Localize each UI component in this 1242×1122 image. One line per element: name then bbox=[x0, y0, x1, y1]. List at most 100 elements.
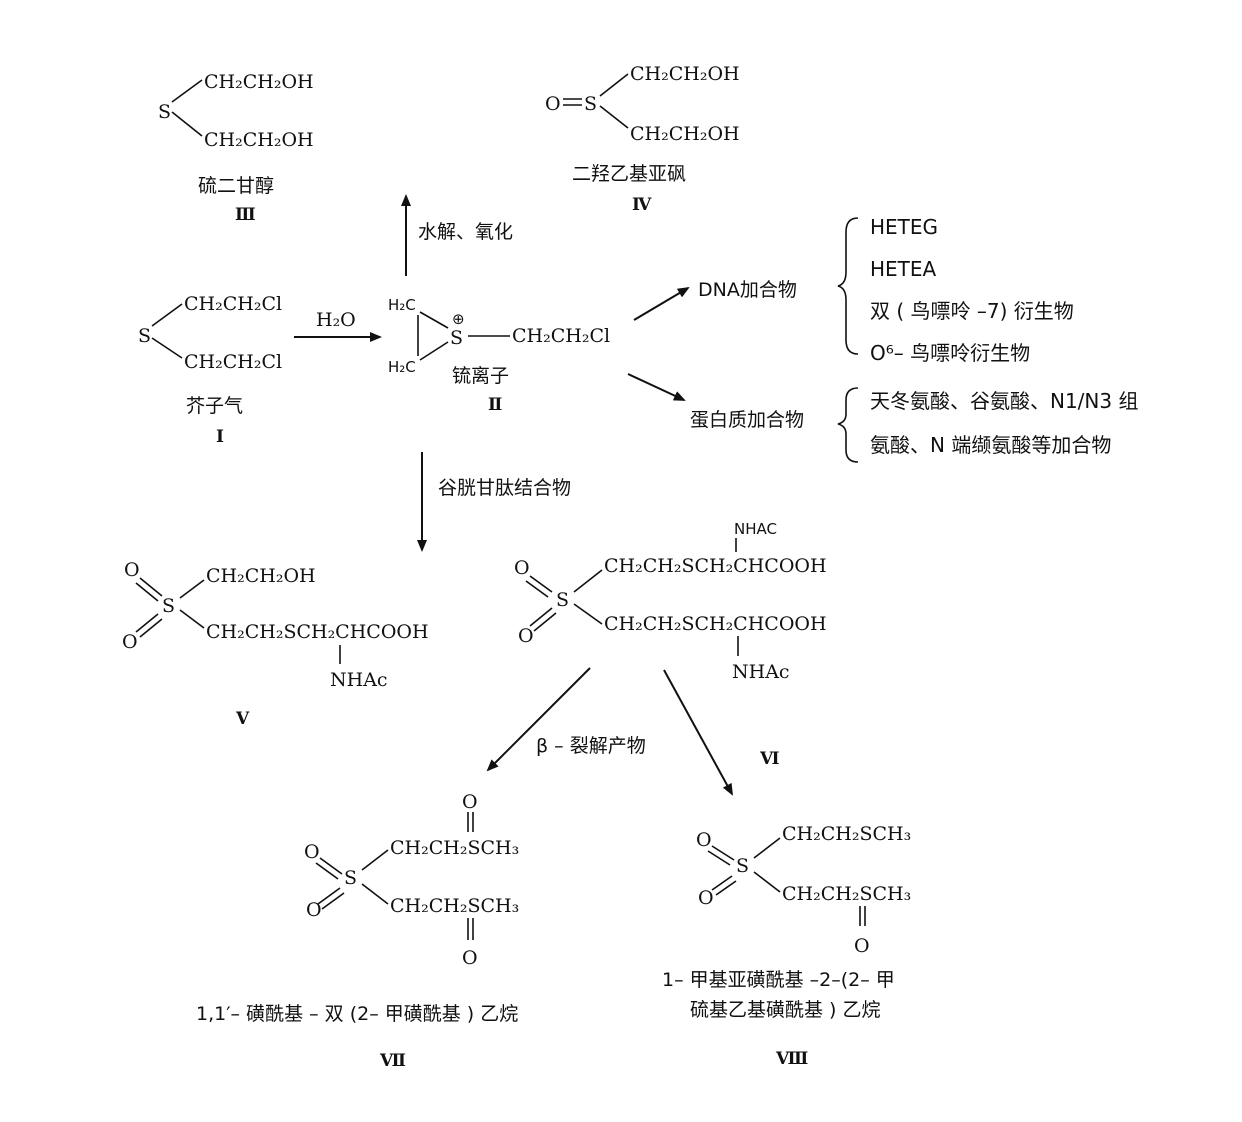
double-bond bbox=[707, 850, 731, 866]
dna-adduct-list: HETEG HETEA 双 ( 鸟嘌呤 –7) 衍生物 O⁶– 鸟嘌呤衍生物 bbox=[837, 215, 1074, 365]
compound-name-line2: 硫基乙基磺酰基 ) 乙烷 bbox=[690, 999, 881, 1021]
arrow-hydrolysis-step: H₂O bbox=[294, 309, 382, 342]
sulfur-atom: S bbox=[158, 101, 171, 123]
compound-numeral: Ⅵ bbox=[759, 749, 780, 769]
structure-sulfonium: H₂C H₂C S ⊕ CH₂CH₂Cl 锍离子 Ⅱ bbox=[388, 296, 610, 415]
sulfur-atom: S bbox=[344, 867, 357, 889]
dna-adduct-item: 双 ( 鸟嘌呤 –7) 衍生物 bbox=[870, 299, 1074, 323]
sulfur-atom: S bbox=[736, 855, 749, 877]
reaction-arrow bbox=[486, 667, 591, 772]
positive-charge: ⊕ bbox=[452, 310, 465, 328]
bond bbox=[573, 603, 603, 625]
arrow-label: DNA加合物 bbox=[698, 279, 797, 301]
bond bbox=[361, 849, 389, 871]
structure-thiodiglycol: S CH₂CH₂OH CH₂CH₂OH 硫二甘醇 Ⅲ bbox=[158, 71, 314, 225]
structure-conjugate-vi: NHAC O S O CH₂CH₂SCH₂CHCOOH CH₂CH₂SCH₂CH… bbox=[514, 520, 827, 769]
bond bbox=[171, 79, 203, 103]
double-bond bbox=[529, 575, 553, 593]
compound-numeral: Ⅱ bbox=[488, 395, 502, 415]
bond bbox=[753, 837, 781, 859]
double-bond bbox=[139, 577, 163, 597]
bond bbox=[599, 105, 629, 129]
protein-adduct-item: 天冬氨酸、谷氨酸、N1/N3 组 bbox=[870, 389, 1138, 413]
protein-adduct-list: 天冬氨酸、谷氨酸、N1/N3 组 氨酸、N 端缬氨酸等加合物 bbox=[837, 387, 1138, 463]
ring-bond bbox=[419, 311, 449, 329]
oxygen-atom: O bbox=[124, 559, 140, 581]
bond bbox=[599, 73, 629, 97]
arrow-hydrolysis-oxidation: 水解、氧化 bbox=[401, 194, 513, 276]
arm-top-label: CH₂CH₂SCH₂CHCOOH bbox=[604, 555, 827, 577]
oxygen-atom: O bbox=[698, 887, 714, 909]
arrow-label: β – 裂解产物 bbox=[536, 735, 646, 757]
arm-top-label: CH₂CH₂OH bbox=[206, 565, 316, 587]
structure-sulfoxide: O S CH₂CH₂OH CH₂CH₂OH 二羟乙基亚砜 Ⅳ bbox=[545, 63, 740, 215]
compound-name: 硫二甘醇 bbox=[198, 175, 274, 197]
compound-numeral: Ⅲ bbox=[235, 205, 256, 225]
chain-label: CH₂CH₂Cl bbox=[512, 325, 610, 347]
compound-name: 芥子气 bbox=[186, 395, 243, 417]
compound-numeral: Ⅰ bbox=[216, 427, 224, 447]
double-bond bbox=[319, 857, 343, 875]
double-bond bbox=[321, 892, 345, 910]
substituent-label: NHAC bbox=[734, 520, 777, 538]
double-bond bbox=[315, 862, 339, 880]
reaction-arrow bbox=[633, 286, 690, 321]
double-bond bbox=[529, 607, 553, 627]
double-bond bbox=[525, 580, 549, 598]
arm-bottom-label: CH₂CH₂Cl bbox=[184, 351, 282, 373]
arm-bottom-label: CH₂CH₂SCH₂CHCOOH bbox=[604, 613, 827, 635]
compound-numeral: Ⅷ bbox=[775, 1049, 808, 1069]
sulfur-atom: S bbox=[584, 93, 597, 115]
compound-name: 二羟乙基亚砜 bbox=[572, 163, 686, 185]
reagent-label: H₂O bbox=[316, 309, 356, 331]
bond bbox=[361, 883, 389, 905]
double-bond bbox=[715, 880, 737, 896]
arm-top-label: CH₂CH₂SCH₃ bbox=[390, 837, 519, 859]
compound-name: 锍离子 bbox=[452, 365, 509, 387]
compound-numeral: Ⅳ bbox=[632, 195, 652, 215]
reaction-arrow bbox=[663, 669, 733, 796]
arm-top-label: CH₂CH₂Cl bbox=[184, 293, 282, 315]
double-bond bbox=[533, 612, 557, 632]
compound-name: 1,1′– 磺酰基 – 双 (2– 甲磺酰基 ) 乙烷 bbox=[196, 1003, 518, 1025]
sulfur-atom: S bbox=[450, 327, 463, 349]
arm-bottom-label: CH₂CH₂SCH₂CHCOOH bbox=[206, 621, 429, 643]
arrow-label: 蛋白质加合物 bbox=[690, 409, 804, 431]
oxygen-atom: O bbox=[514, 557, 530, 579]
oxygen-atom: O bbox=[854, 935, 870, 957]
double-bond bbox=[135, 613, 159, 633]
oxygen-atom: O bbox=[696, 829, 712, 851]
dna-adduct-item: HETEG bbox=[870, 215, 938, 239]
ring-top-label: H₂C bbox=[388, 296, 416, 314]
ring-bottom-label: H₂C bbox=[388, 358, 416, 376]
compound-name-line1: 1– 甲基亚磺酰基 –2–(2– 甲 bbox=[662, 969, 895, 991]
structure-product-vii: O O S O CH₂CH₂SCH₃ CH₂CH₂SCH₃ O 1,1′– 磺酰… bbox=[196, 791, 519, 1071]
arrow-label: 谷胱甘肽结合物 bbox=[438, 477, 571, 499]
bond bbox=[753, 871, 781, 893]
arm-bottom-label: CH₂CH₂OH bbox=[204, 129, 314, 151]
oxygen-atom: O bbox=[122, 631, 138, 653]
oxygen-atom: O bbox=[462, 947, 478, 969]
structure-mustard: S CH₂CH₂Cl CH₂CH₂Cl 芥子气 Ⅰ bbox=[138, 293, 282, 447]
dna-adduct-item: O⁶– 鸟嘌呤衍生物 bbox=[870, 341, 1030, 365]
structure-product-viii: O S O CH₂CH₂SCH₃ CH₂CH₂SCH₃ O 1– 甲基亚磺酰基 … bbox=[662, 823, 911, 1069]
arrow-glutathione-conjugate: 谷胱甘肽结合物 bbox=[417, 452, 571, 552]
arm-bottom-label: CH₂CH₂OH bbox=[630, 123, 740, 145]
arrow-protein-adducts: 蛋白质加合物 bbox=[627, 373, 804, 431]
arrow-dna-adducts: DNA加合物 bbox=[633, 279, 797, 321]
sulfur-atom: S bbox=[138, 325, 151, 347]
arm-top-label: CH₂CH₂OH bbox=[630, 63, 740, 85]
bond bbox=[573, 569, 603, 593]
arm-top-label: CH₂CH₂SCH₃ bbox=[782, 823, 911, 845]
oxygen-atom: O bbox=[306, 899, 322, 921]
reaction-arrow bbox=[627, 373, 686, 401]
oxygen-atom: O bbox=[462, 791, 478, 813]
substituent-label: NHAc bbox=[330, 669, 388, 691]
structure-conjugate-v: O S O CH₂CH₂OH CH₂CH₂SCH₂CHCOOH NHAc Ⅴ bbox=[122, 559, 429, 729]
double-bond bbox=[135, 582, 159, 602]
arrow-beta-lyase: β – 裂解产物 bbox=[486, 667, 733, 796]
compound-numeral: Ⅴ bbox=[235, 709, 250, 729]
oxygen-atom: O bbox=[545, 93, 561, 115]
